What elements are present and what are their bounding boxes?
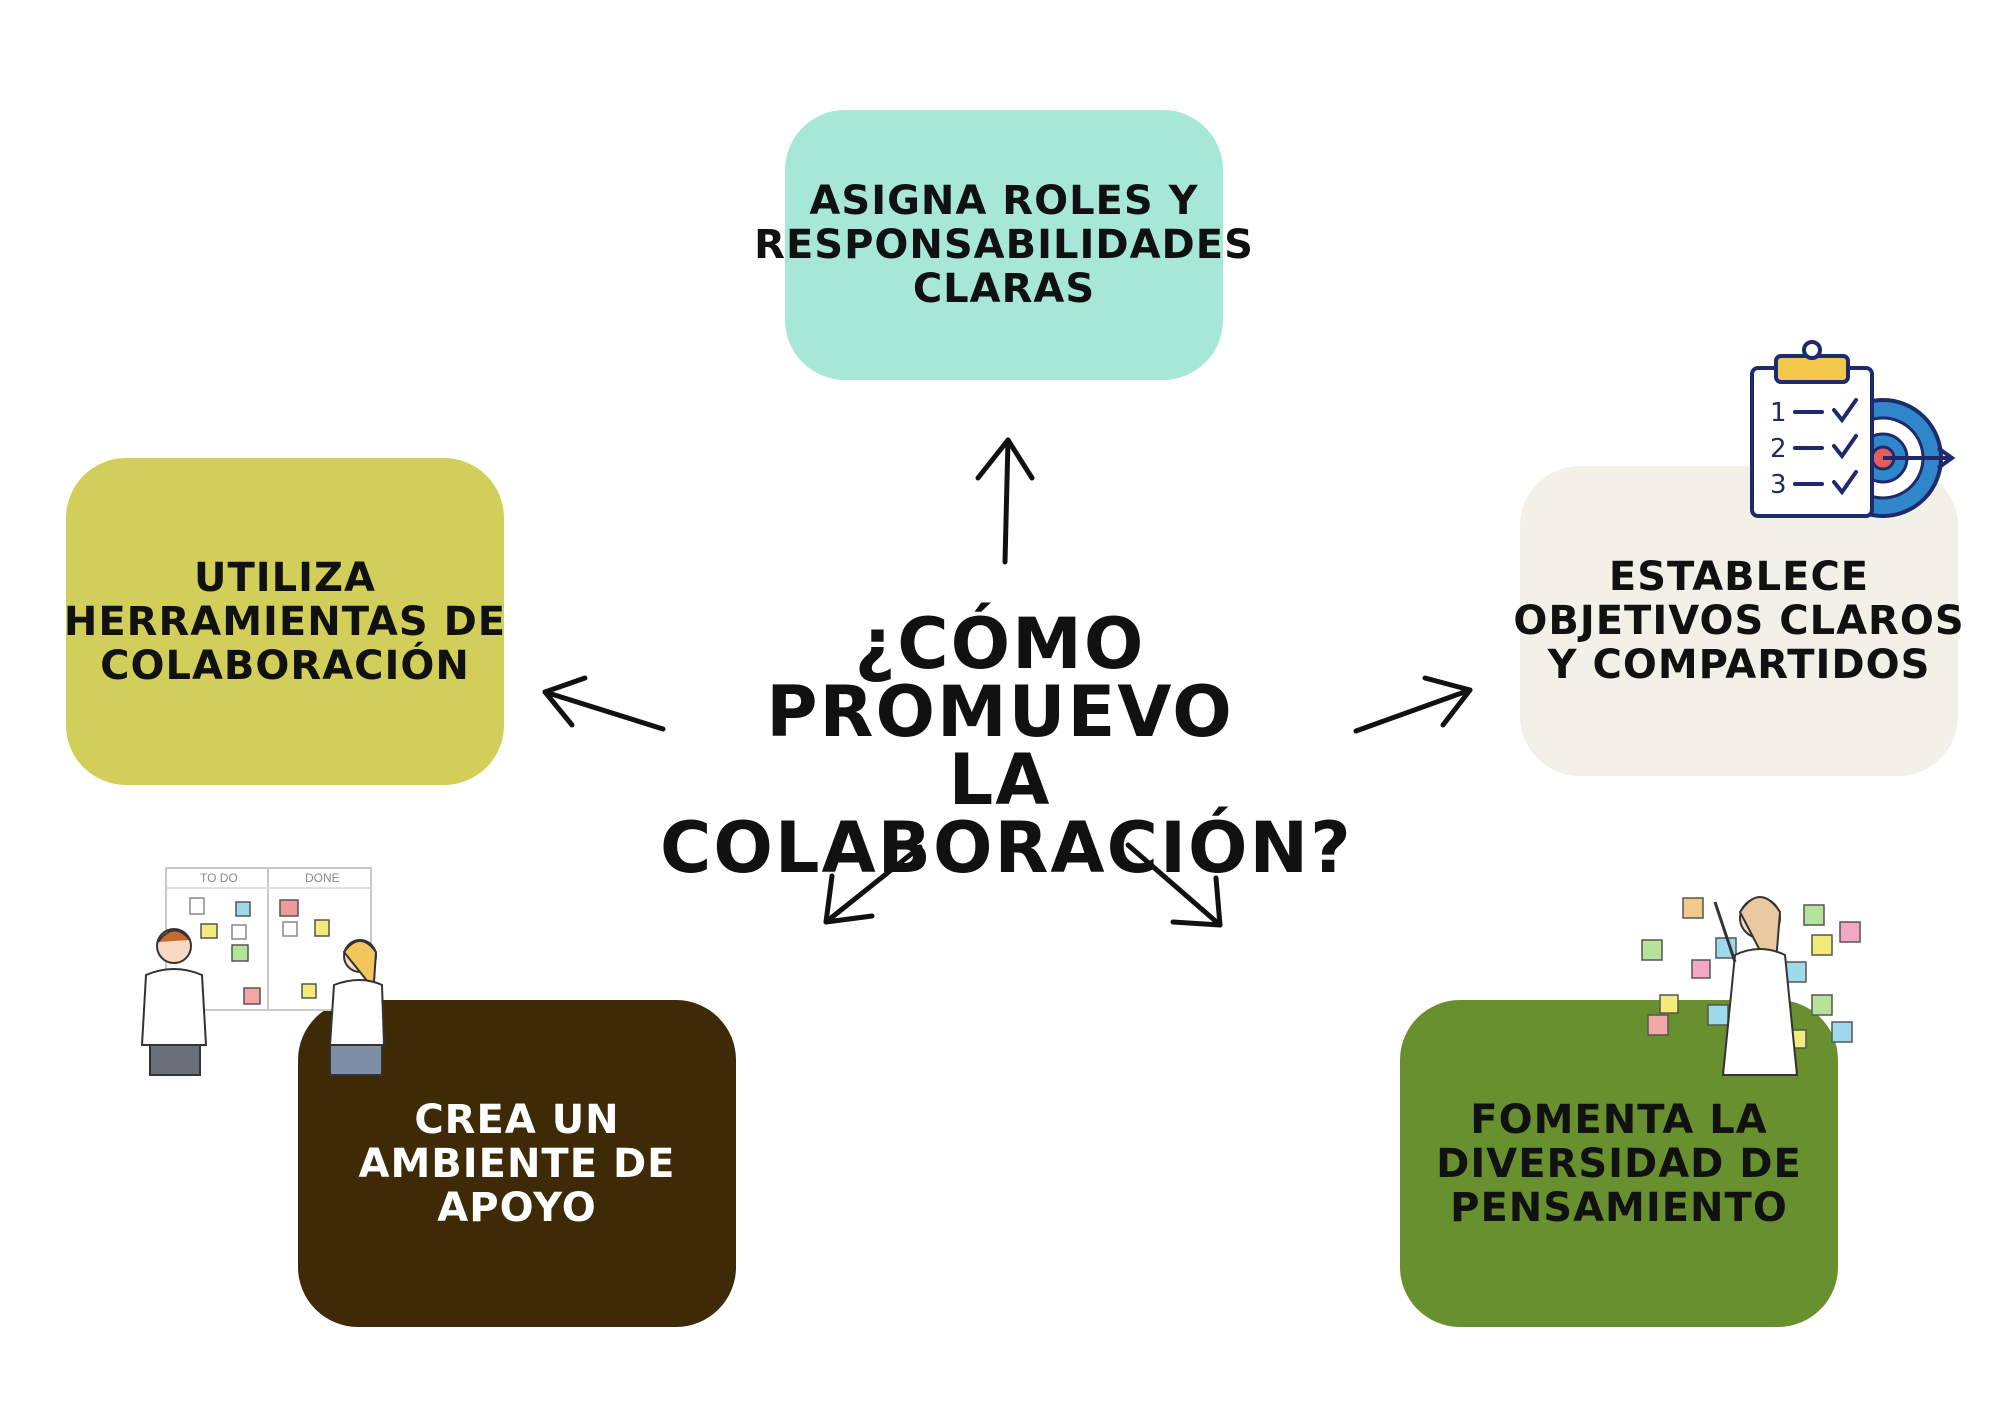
node-goals-line-2: objetivos claros — [1513, 598, 1965, 644]
kanban-col-done: DONE — [305, 871, 340, 885]
node-support-line-1: Crea un — [414, 1096, 620, 1143]
clipboard-item-1: 1 — [1770, 398, 1787, 428]
node-tools-line-3: colaboración — [100, 642, 470, 689]
kanban-team-icon: TO DO DONE — [140, 867, 386, 1076]
clipboard-item-2: 2 — [1770, 434, 1787, 464]
node-roles-line-1: Asigna roles y — [809, 178, 1199, 224]
node-roles-line-3: claras — [912, 266, 1096, 312]
node-tools-line-2: herramientas de — [63, 598, 507, 645]
title-line-2: la — [948, 739, 1052, 821]
node-tools: Utiliza herramientas de colaboración — [63, 458, 507, 785]
node-support-line-3: apoyo — [437, 1184, 597, 1231]
arrow-down-left — [823, 844, 923, 925]
node-roles: Asigna roles y responsabilidades claras — [754, 110, 1253, 380]
kanban-col-todo: TO DO — [200, 871, 238, 885]
arrow-up — [975, 437, 1035, 565]
clipboard-item-3: 3 — [1770, 470, 1787, 500]
woman-sticky-notes-icon — [1641, 896, 1861, 1076]
node-goals-line-1: Establece — [1608, 554, 1870, 600]
title-line-1: ¿Cómo promuevo — [766, 603, 1234, 753]
node-diversity-line-3: pensamiento — [1450, 1184, 1788, 1231]
arrow-down-right — [1125, 842, 1223, 928]
node-diversity-line-2: diversidad de — [1436, 1140, 1802, 1187]
arrow-left — [542, 675, 666, 732]
arrow-right — [1353, 675, 1473, 734]
node-diversity: Fomenta la diversidad de pensamiento — [1400, 1000, 1838, 1327]
central-question: ¿Cómo promuevo la colaboración? — [660, 603, 1353, 889]
node-goals-line-3: y compartidos — [1547, 642, 1931, 688]
node-diversity-line-1: Fomenta la — [1470, 1096, 1768, 1143]
clipboard-target-icon: 1 2 3 — [1750, 340, 1956, 518]
node-support-line-2: ambiente de — [358, 1140, 676, 1187]
node-tools-line-1: Utiliza — [194, 554, 376, 601]
node-roles-line-2: responsabilidades — [754, 222, 1254, 268]
title-line-3: colaboración? — [660, 807, 1353, 889]
